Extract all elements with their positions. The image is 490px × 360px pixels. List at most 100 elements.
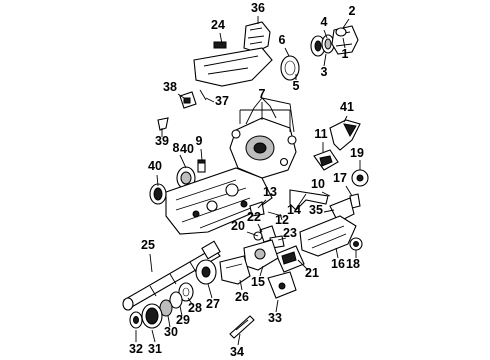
callout-leader-c24 — [219, 32, 223, 45]
callout-7-bracket — [239, 102, 291, 132]
part-29-ring — [169, 291, 183, 309]
part-41-lever — [329, 119, 361, 151]
callout-label-c36: 36 — [251, 1, 265, 15]
part-15-lock — [243, 239, 279, 271]
callout-label-c24: 24 — [211, 18, 225, 32]
callout-label-c26: 26 — [235, 290, 249, 304]
part-26-bracket — [219, 255, 251, 285]
callout-label-c41: 41 — [340, 100, 354, 114]
callout-label-c37: 37 — [215, 94, 229, 108]
callout-leader-c41 — [343, 115, 348, 123]
callout-label-c18: 18 — [346, 257, 360, 271]
callout-leader-c4 — [323, 29, 328, 39]
part-33-switch — [267, 271, 297, 299]
callout-label-c39: 39 — [155, 134, 169, 148]
part-19-gear — [351, 169, 369, 187]
callout-label-c17: 17 — [333, 171, 347, 185]
callout-label-c32: 32 — [129, 342, 143, 356]
callout-label-c30: 30 — [164, 325, 178, 339]
part-37-pin — [199, 89, 207, 101]
column-casting — [165, 167, 273, 235]
callout-leader-c33 — [275, 299, 279, 313]
callout-label-c40b: 40 — [180, 142, 194, 156]
callout-label-c34: 34 — [230, 345, 244, 359]
callout-leader-c22 — [257, 223, 263, 233]
callout-leader-c1 — [342, 37, 346, 49]
callout-leader-c20 — [246, 231, 259, 237]
callout-label-c15: 15 — [251, 275, 265, 289]
part-38-switch — [179, 91, 197, 109]
part-12-rod — [267, 211, 283, 217]
callout-leader-c9 — [200, 148, 203, 161]
callout-leader-c28 — [187, 297, 193, 305]
callout-leader-c16 — [335, 247, 339, 259]
callout-label-c40a: 40 — [148, 159, 162, 173]
callout-leader-c30 — [167, 315, 171, 328]
part-25-shaft — [122, 240, 221, 311]
part-21-block — [275, 245, 305, 273]
callout-label-c3: 3 — [321, 65, 328, 79]
callout-leader-c17 — [345, 185, 353, 197]
callout-leader-c25 — [149, 253, 153, 273]
callout-label-c19: 19 — [350, 146, 364, 160]
callout-leader-c27 — [207, 283, 213, 299]
callout-label-c16: 16 — [331, 257, 345, 271]
callout-leader-c8 — [179, 154, 187, 169]
callout-leader-c10 — [321, 191, 331, 197]
callout-leader-c37 — [205, 97, 215, 103]
callout-label-c33: 33 — [268, 311, 282, 325]
callout-leader-c23 — [277, 237, 287, 241]
callout-label-c38: 38 — [163, 80, 177, 94]
callout-label-c9: 9 — [196, 134, 203, 148]
callout-leader-c40a — [156, 174, 159, 187]
callout-label-c7: 7 — [259, 87, 266, 101]
callout-label-c27: 27 — [206, 297, 220, 311]
part-9-bolt — [197, 159, 206, 173]
callout-leader-c34 — [237, 333, 241, 346]
callout-label-c29: 29 — [176, 313, 190, 327]
callout-leader-c21 — [297, 259, 309, 271]
part-27-yoke — [195, 259, 217, 285]
part-4-ring — [310, 35, 326, 57]
callout-label-c1: 1 — [342, 47, 349, 61]
part-34-rod — [229, 315, 255, 339]
callout-label-c25: 25 — [141, 238, 155, 252]
callout-label-c6: 6 — [279, 33, 286, 47]
part-10-lever — [289, 189, 329, 211]
callout-label-c23: 23 — [283, 226, 297, 240]
part-2-cap — [335, 27, 347, 37]
callout-leader-c15 — [259, 265, 264, 277]
part-39-clip — [157, 117, 169, 131]
callout-label-c5: 5 — [293, 79, 300, 93]
part-40a-sleeve — [149, 183, 167, 205]
part-7-housing — [229, 97, 297, 179]
callout-label-c22: 22 — [247, 210, 261, 224]
callout-leader-c38 — [177, 93, 185, 99]
part-31-gear — [141, 303, 163, 329]
part-32-nut — [129, 311, 143, 329]
callout-label-c20: 20 — [231, 219, 245, 233]
callout-leader-c35 — [323, 209, 335, 213]
callout-label-c12: 12 — [275, 213, 289, 227]
part-24-shroud — [193, 41, 273, 87]
callout-leader-c6 — [284, 47, 290, 57]
callout-leader-c3 — [323, 53, 327, 67]
part-35-lever — [329, 197, 355, 223]
callout-label-c11: 11 — [314, 127, 327, 141]
part-16-lever-assembly — [299, 215, 357, 257]
callout-leader-c29 — [179, 305, 183, 317]
callout-label-c21: 21 — [305, 266, 319, 280]
callout-leader-c31 — [151, 329, 156, 343]
callout-leader-c14 — [297, 193, 307, 207]
callout-leader-c12 — [279, 213, 283, 221]
callout-label-c4: 4 — [321, 15, 328, 29]
callout-label-c10: 10 — [311, 177, 325, 191]
part-6-sleeve — [280, 55, 300, 81]
callout-label-c14: 14 — [287, 203, 301, 217]
callout-leader-c2 — [342, 18, 350, 29]
callout-label-c31: 31 — [148, 342, 162, 356]
part-36-bracket — [243, 21, 271, 53]
